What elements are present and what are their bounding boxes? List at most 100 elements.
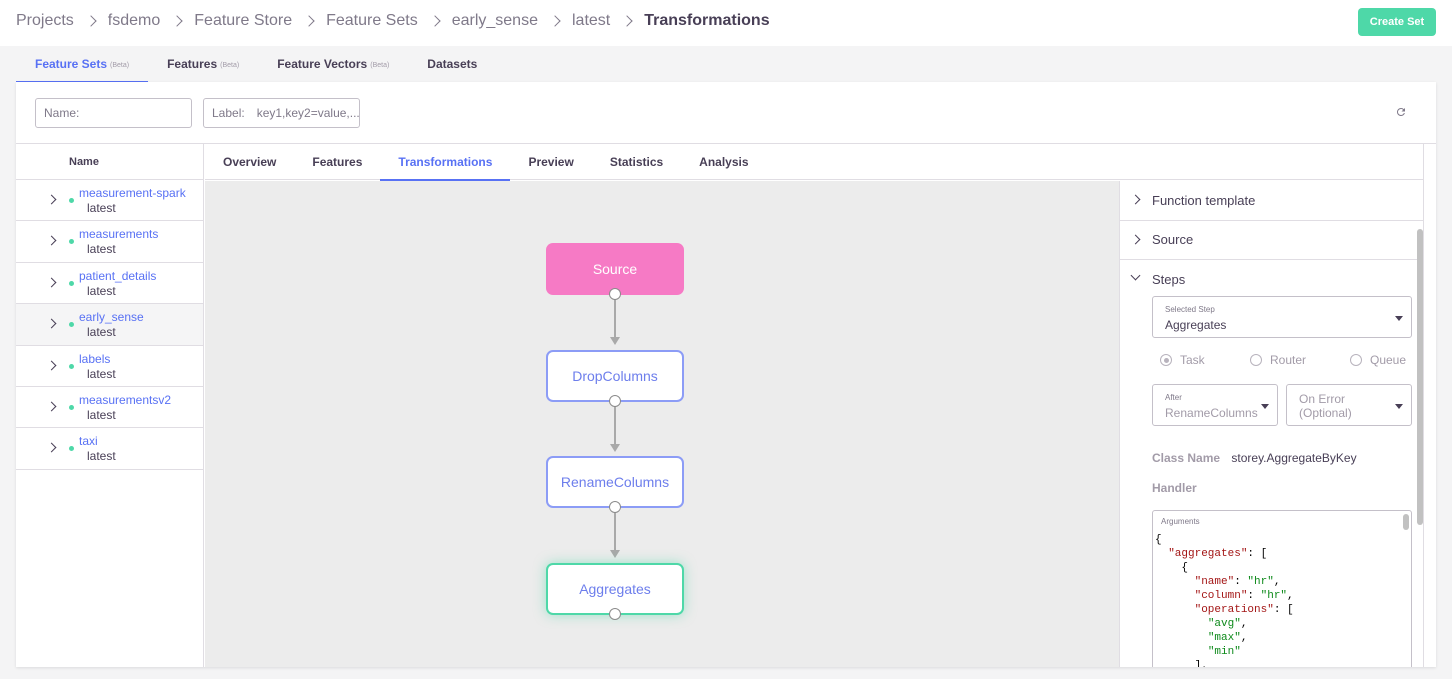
code-string: "max" xyxy=(1207,632,1241,644)
list-item-name[interactable]: measurement-spark xyxy=(79,186,186,200)
graph-node-source[interactable]: Source xyxy=(546,243,684,295)
breadcrumb: Projects fsdemo Feature Store Feature Se… xyxy=(16,0,770,42)
tab-statistics[interactable]: Statistics xyxy=(609,155,664,169)
code-line: "aggregates": [ xyxy=(1155,547,1294,561)
section-steps[interactable]: Steps xyxy=(1120,260,1423,300)
pane-scrollbar[interactable] xyxy=(1417,229,1423,525)
label-filter-input[interactable]: Label: key1,key2=value,... xyxy=(203,98,360,128)
chevron-right-icon xyxy=(429,15,441,27)
list-item[interactable]: patient_details latest xyxy=(16,263,203,305)
radio-task[interactable]: Task xyxy=(1160,353,1250,367)
tab-label: Features xyxy=(167,57,218,71)
code-line: "avg", xyxy=(1155,617,1294,631)
arguments-code: { "aggregates": [ { "name": "hr", "colum… xyxy=(1155,533,1294,667)
on-error-placeholder: On Error (Optional) xyxy=(1299,392,1352,420)
code-punct: { xyxy=(1181,562,1189,574)
list-item-name[interactable]: early_sense xyxy=(79,310,144,325)
status-dot-icon xyxy=(69,363,74,369)
name-filter-label: Name: xyxy=(44,106,80,120)
list-item[interactable]: measurementsv2 latest xyxy=(16,387,203,429)
radio-queue[interactable]: Queue xyxy=(1350,353,1406,367)
list-item-selected[interactable]: early_sense latest xyxy=(16,304,203,346)
tab-feature-sets[interactable]: Feature Sets (Beta) xyxy=(16,46,149,83)
transformations-graph[interactable]: Source DropColumns RenameColumns Aggrega… xyxy=(205,181,1119,667)
status-dot-icon xyxy=(69,446,74,452)
radio-label: Router xyxy=(1270,353,1307,367)
breadcrumb-current: Transformations xyxy=(644,12,770,29)
radio-router[interactable]: Router xyxy=(1250,353,1350,367)
radio-unchecked-icon xyxy=(1250,354,1262,366)
tab-features[interactable]: Features xyxy=(312,155,363,169)
create-set-button[interactable]: Create Set xyxy=(1358,8,1436,36)
list-item[interactable]: measurements latest xyxy=(16,221,203,263)
chevron-right-icon[interactable] xyxy=(46,318,57,329)
chevron-right-icon[interactable] xyxy=(46,401,57,412)
list-item-name[interactable]: taxi xyxy=(79,434,98,449)
after-select[interactable]: After RenameColumns xyxy=(1152,384,1278,426)
section-title: Function template xyxy=(1152,192,1256,208)
tab-overview[interactable]: Overview xyxy=(223,155,277,169)
list-item[interactable]: taxi latest xyxy=(16,428,203,470)
code-line: "min" xyxy=(1155,645,1294,659)
chevron-right-icon[interactable] xyxy=(46,235,57,246)
chevron-right-icon[interactable] xyxy=(46,442,57,453)
filter-bar: Name: Label: key1,key2=value,... xyxy=(16,82,1436,144)
section-title: Source xyxy=(1152,232,1194,248)
tab-datasets[interactable]: Datasets xyxy=(408,46,496,82)
top-tabs: Feature Sets (Beta) Features (Beta) Feat… xyxy=(16,46,496,83)
radio-label: Queue xyxy=(1370,353,1407,367)
breadcrumb-tag[interactable]: latest xyxy=(571,12,611,29)
section-source[interactable]: Source xyxy=(1120,221,1423,260)
code-string: "min" xyxy=(1207,646,1241,658)
chevron-right-icon xyxy=(303,15,315,27)
tab-transformations[interactable]: Transformations xyxy=(380,144,511,181)
chevron-right-icon[interactable] xyxy=(46,360,57,371)
page-header: Projects fsdemo Feature Store Feature Se… xyxy=(0,0,1452,46)
breadcrumb-feature-store[interactable]: Feature Store xyxy=(194,12,293,29)
code-punct: { xyxy=(1155,534,1162,546)
code-string: "hr" xyxy=(1247,576,1274,588)
tab-analysis[interactable]: Analysis xyxy=(699,155,749,169)
label-filter-placeholder: key1,key2=value,... xyxy=(256,106,360,120)
chevron-down-icon xyxy=(1130,270,1141,281)
caret-down-icon xyxy=(1395,316,1403,321)
code-key: "operations" xyxy=(1194,604,1274,616)
refresh-icon[interactable] xyxy=(1394,106,1408,120)
tab-preview[interactable]: Preview xyxy=(528,155,574,169)
code-key: "column" xyxy=(1194,590,1248,602)
node-output-port xyxy=(609,501,621,513)
on-error-select[interactable]: On Error (Optional) xyxy=(1286,384,1412,426)
graph-node-renamecolumns[interactable]: RenameColumns xyxy=(546,456,684,508)
name-filter-input[interactable]: Name: xyxy=(35,98,192,128)
node-output-port xyxy=(609,395,621,407)
breadcrumb-feature-set[interactable]: early_sense xyxy=(451,12,538,29)
code-line: "name": "hr", xyxy=(1155,575,1294,589)
chevron-right-icon[interactable] xyxy=(46,277,57,288)
list-item[interactable]: measurement-spark latest xyxy=(16,180,203,222)
selected-step-select[interactable]: Selected Step Aggregates xyxy=(1152,296,1412,338)
feature-set-list: Name measurement-spark latest measuremen… xyxy=(16,144,204,667)
list-item-tag: latest xyxy=(87,325,116,340)
breadcrumb-projects[interactable]: Projects xyxy=(16,12,74,29)
tab-feature-vectors[interactable]: Feature Vectors (Beta) xyxy=(258,46,408,82)
breadcrumb-project[interactable]: fsdemo xyxy=(107,12,161,29)
radio-unchecked-icon xyxy=(1350,354,1362,366)
code-punct: : [ xyxy=(1273,604,1294,616)
tab-features[interactable]: Features (Beta) xyxy=(148,46,258,82)
arguments-editor[interactable]: Arguments { "aggregates": [ { "name": "h… xyxy=(1152,510,1412,667)
chevron-right-icon[interactable] xyxy=(46,194,57,205)
graph-node-aggregates[interactable]: Aggregates xyxy=(546,563,684,615)
detail-tabs: Overview Features Transformations Previe… xyxy=(205,144,1423,181)
handler-label: Handler xyxy=(1152,481,1197,495)
list-item-name[interactable]: measurementsv2 xyxy=(79,392,172,407)
breadcrumb-feature-sets[interactable]: Feature Sets xyxy=(326,12,418,29)
list-item-name[interactable]: patient_details xyxy=(79,268,157,283)
list-item-name[interactable]: labels xyxy=(79,351,111,366)
code-line: { xyxy=(1155,533,1294,547)
editor-scrollbar[interactable] xyxy=(1403,514,1409,530)
list-item[interactable]: labels latest xyxy=(16,346,203,387)
caret-down-icon xyxy=(1261,404,1269,409)
beta-badge: (Beta) xyxy=(370,62,390,69)
list-item-name[interactable]: measurements xyxy=(79,227,159,242)
section-function-template[interactable]: Function template xyxy=(1120,181,1423,221)
